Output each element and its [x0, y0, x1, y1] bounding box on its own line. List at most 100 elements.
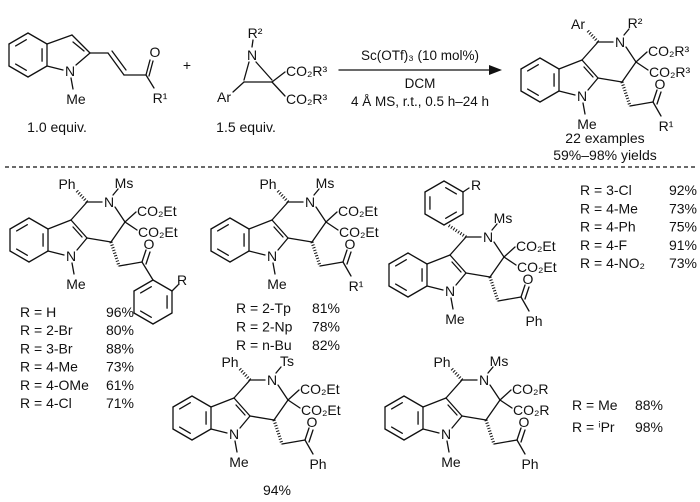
ring-bond	[210, 250, 231, 263]
aromatic-inner-bond	[216, 224, 229, 232]
ester-group-1: CO₂R	[512, 381, 549, 397]
reagent-1-equiv: 1.0 equiv.	[27, 119, 87, 135]
yield-value: 73%	[669, 200, 697, 216]
substituent-label: R = 4-Cl	[20, 395, 72, 411]
ring-bond	[8, 32, 29, 45]
bond	[450, 297, 454, 310]
bond	[652, 101, 662, 117]
bond	[249, 415, 275, 421]
aromatic-inner-bond	[445, 211, 458, 219]
bond	[426, 254, 451, 265]
aromatic-inner-bond	[15, 248, 28, 256]
indole-nitrogen: N	[577, 88, 587, 104]
bond	[503, 246, 516, 258]
ring-bond	[210, 217, 231, 230]
solvent-label: DCM	[405, 76, 436, 91]
bond	[46, 34, 73, 45]
substituent-label: R = 4-Me	[20, 359, 78, 375]
n-substituent: Ms	[316, 175, 335, 191]
bond	[273, 226, 284, 238]
yield-value: 78%	[312, 319, 340, 335]
bond	[141, 261, 154, 281]
bond	[235, 404, 246, 416]
bond	[141, 249, 147, 263]
substituent-label: R = ⁱPr	[572, 419, 615, 435]
ring-bond	[27, 65, 48, 78]
bond	[145, 251, 151, 265]
hashed-bond	[237, 366, 252, 382]
ester-group-2: CO₂Et	[301, 402, 341, 418]
bond	[461, 415, 487, 421]
aryl-substituent: R	[471, 177, 481, 193]
bond	[210, 428, 228, 434]
bond	[111, 50, 127, 71]
carbonyl-oxygen: O	[523, 271, 534, 287]
indole-nitrogen: N	[445, 283, 455, 299]
ester-group-1: CO₂Et	[137, 203, 177, 219]
yield-value: 94%	[263, 482, 291, 498]
c1-substituent: Ph	[259, 176, 276, 192]
bond	[489, 256, 505, 278]
bond	[465, 272, 491, 278]
bond	[451, 415, 463, 429]
bond	[308, 429, 314, 443]
ester-group-2: CO₂Et	[517, 259, 557, 275]
bond	[487, 366, 494, 374]
n-methyl: Me	[229, 454, 249, 470]
bond	[86, 237, 112, 243]
ring-bond	[172, 395, 193, 408]
ester-group-2: CO₂Et	[138, 224, 178, 240]
bond	[558, 59, 583, 70]
hashed-bond	[585, 28, 600, 44]
ring-bond	[133, 312, 154, 325]
yield-value: 75%	[669, 219, 697, 235]
bond	[491, 223, 498, 231]
bond	[46, 65, 64, 71]
bond	[325, 221, 339, 231]
substituent-label: R = H	[20, 304, 56, 320]
bond	[234, 440, 238, 453]
bond	[118, 261, 143, 267]
ester-group-2: CO₂R³	[649, 64, 691, 80]
hashed-bond	[449, 366, 464, 382]
bond	[451, 261, 462, 273]
ring-bond	[407, 285, 428, 298]
bond	[447, 404, 458, 416]
bond	[325, 211, 338, 223]
ester-group-2: CO₂Et	[339, 224, 379, 240]
substituent-label: R = 4-OMe	[20, 377, 89, 393]
bond	[493, 439, 518, 445]
yield-value: 92%	[669, 182, 697, 198]
substituent-label: R = Me	[572, 397, 618, 413]
indole-nitrogen: N	[441, 426, 451, 442]
examples-count: 22 examples	[565, 130, 644, 146]
bond	[243, 61, 250, 81]
n-substituent: R²	[628, 15, 643, 31]
yield-value: 81%	[312, 300, 340, 316]
hashed-bond	[272, 419, 284, 445]
hashed-bond	[484, 419, 496, 445]
bond	[426, 285, 444, 291]
bond	[287, 399, 301, 409]
bond	[581, 41, 599, 61]
ring-bond	[403, 428, 424, 441]
c1-substituent: Ar	[571, 16, 585, 32]
c1-substituent: Ph	[58, 176, 75, 192]
bond	[449, 254, 467, 274]
bond	[304, 427, 310, 441]
bond	[112, 188, 119, 196]
c1-substituent: Ph	[221, 354, 238, 370]
bond	[635, 61, 649, 71]
carbonyl-oxygen: O	[307, 414, 318, 430]
yield-value: 82%	[312, 337, 340, 353]
bond	[558, 90, 576, 96]
bond	[315, 206, 327, 223]
carbonyl-oxygen: O	[345, 236, 356, 252]
aromatic-inner-bond	[390, 402, 403, 410]
bond	[145, 59, 151, 76]
bond	[71, 262, 75, 275]
bond	[422, 397, 447, 408]
ring-bond	[443, 180, 464, 193]
